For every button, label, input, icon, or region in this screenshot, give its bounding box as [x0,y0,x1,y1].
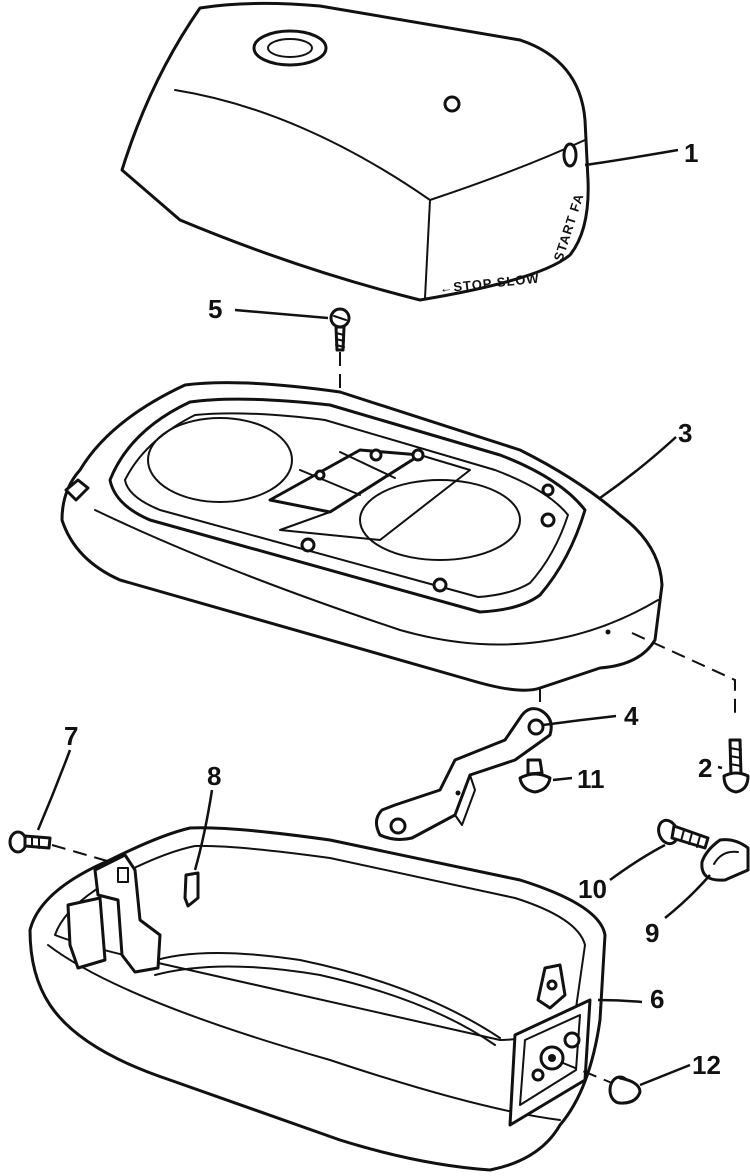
bolt-part-10 [657,818,710,850]
screw-part-11 [518,758,552,794]
recess-right [359,479,521,561]
callout-3: 3 [678,418,692,448]
cover-hole [443,95,461,113]
screw-part-7 [8,830,52,854]
clip-part-8 [183,871,200,908]
top-cover-part: ←STOP SLOW START FA [120,1,590,302]
leader-lines [36,148,723,1087]
callout-7: 7 [64,721,78,751]
clip-part-9 [700,838,750,882]
cover-opening [252,29,328,67]
recess-left [147,417,293,503]
callout-2: 2 [698,753,712,783]
pan-inner-rim [149,951,501,1039]
callout-10: 10 [578,874,607,904]
callout-8: 8 [207,761,221,791]
callout-12: 12 [692,1050,721,1080]
callout-11: 11 [577,764,605,794]
callout-6: 6 [650,984,664,1014]
grommet-part-12 [562,1062,642,1105]
callout-1: 1 [684,138,698,168]
screw-part-2 [722,738,750,794]
callout-9: 9 [645,918,659,948]
screw-2-guide-line [631,632,736,720]
lower-pan-part-6 [28,826,607,1172]
screw-part-5 [329,307,351,352]
motor-cover-frame-part [60,381,664,692]
pan-inner-rim-2 [154,965,496,1046]
callout-labels: 1 2 3 4 5 6 7 8 9 10 11 12 [64,138,721,1080]
bracket-part-4 [375,707,553,841]
callout-4: 4 [624,701,639,731]
callout-5: 5 [208,294,222,324]
